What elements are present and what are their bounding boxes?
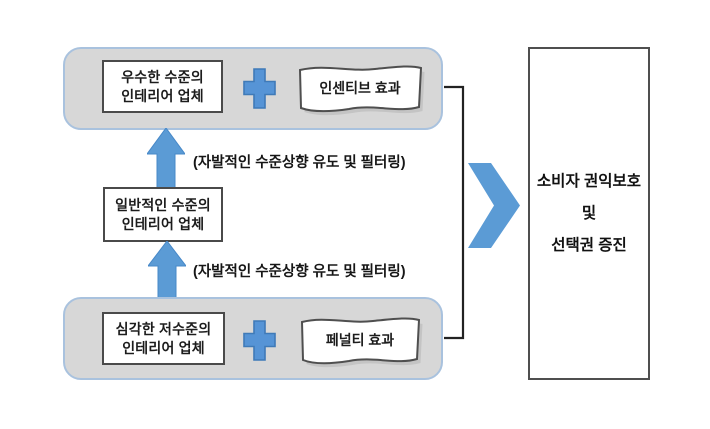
incentive-effect-box: 인센티브 효과 <box>292 58 428 120</box>
penalty-effect-box: 페널티 효과 <box>294 310 426 372</box>
poor-company-line1: 심각한 저수준의 <box>115 320 212 337</box>
up-arrow-icon <box>148 241 186 298</box>
result-line3: 선택권 증진 <box>551 236 627 254</box>
average-company-line2: 인테리어 업체 <box>121 215 205 232</box>
average-company-box: 일반적인 수준의 인테리어 업체 <box>103 187 223 242</box>
average-company-line1: 일반적인 수준의 <box>115 196 211 213</box>
excellent-company-line1: 우수한 수준의 <box>121 68 204 85</box>
lower-arrow-caption: (자발적인 수준상향 유도 및 필터링) <box>193 264 406 280</box>
result-box: 소비자 권익보호 및 선택권 증진 <box>528 47 650 380</box>
bracket-connector <box>438 78 468 348</box>
result-line2: 및 <box>581 204 597 222</box>
poor-company-box: 심각한 저수준의 인테리어 업체 <box>102 312 225 365</box>
result-line1: 소비자 권익보호 <box>536 172 642 190</box>
incentive-effect-label: 인센티브 효과 <box>319 80 401 96</box>
up-arrow-icon <box>147 128 185 189</box>
chevron-right-icon <box>468 163 520 248</box>
upper-arrow-caption: (자발적인 수준상향 유도 및 필터링) <box>193 155 406 171</box>
excellent-company-box: 우수한 수준의 인테리어 업체 <box>102 60 223 113</box>
penalty-effect-label: 페널티 효과 <box>325 332 395 348</box>
plus-icon <box>243 320 276 361</box>
plus-icon <box>243 68 276 109</box>
poor-company-line2: 인테리어 업체 <box>122 339 205 356</box>
excellent-company-line2: 인테리어 업체 <box>121 87 204 104</box>
